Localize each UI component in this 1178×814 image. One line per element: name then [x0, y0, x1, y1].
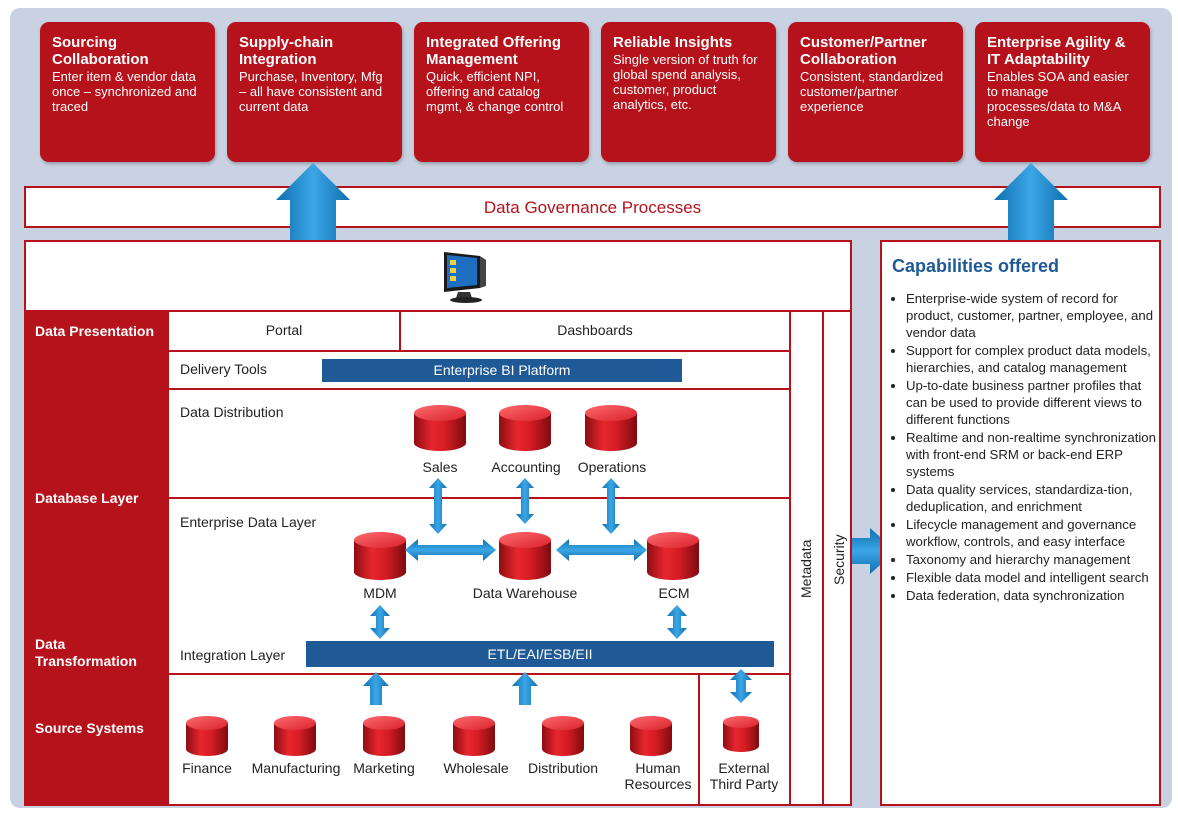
- box-title: Reliable Insights: [613, 34, 733, 51]
- ecm-label: ECM: [658, 585, 690, 601]
- marketing-label: Marketing: [353, 760, 415, 776]
- divider: [822, 310, 824, 806]
- list-item: Enterprise-wide system of record for pro…: [906, 290, 1158, 341]
- divider: [169, 388, 789, 390]
- dashboards-label[interactable]: Dashboards: [557, 322, 633, 338]
- reliable-insights-box: Reliable Insights Single version of trut…: [601, 22, 776, 162]
- accounting-label: Accounting: [491, 459, 561, 475]
- layer-label-column: [24, 312, 169, 806]
- mdm-label: MDM: [363, 585, 397, 601]
- divider: [169, 350, 789, 352]
- finance-database-icon: [186, 716, 228, 756]
- integration-layer-label: Integration Layer: [180, 647, 286, 663]
- ecm-database-icon: [647, 532, 699, 580]
- capabilities-panel: Capabilities offered Enterprise-wide sys…: [880, 240, 1161, 806]
- wholesale-database-icon: [453, 716, 495, 756]
- list-item: Data federation, data synchronization: [906, 587, 1158, 604]
- etl-eai-esb-eii-bar: ETL/EAI/ESB/EII: [306, 641, 774, 667]
- divider: [169, 497, 789, 499]
- horizontal-double-arrow-icon: [405, 539, 647, 561]
- external-third-party-label: External Third Party: [709, 760, 779, 792]
- sales-label: Sales: [422, 459, 458, 475]
- box-desc: Enter item & vendor data once – synchron…: [52, 69, 197, 114]
- enterprise-agility-box: Enterprise Agility & IT Adaptability Ena…: [975, 22, 1150, 162]
- human-resources-database-icon: [630, 716, 672, 756]
- box-desc: Single version of truth for global spend…: [613, 52, 758, 112]
- divider: [169, 673, 789, 675]
- enterprise-bi-platform-bar: Enterprise BI Platform: [322, 359, 682, 382]
- layer-label-presentation: Data Presentation: [35, 323, 155, 339]
- portal-label[interactable]: Portal: [265, 322, 303, 338]
- enterprise-data-layer-label: Enterprise Data Layer: [180, 514, 317, 530]
- box-desc: Purchase, Inventory, Mfg – all have cons…: [239, 69, 383, 114]
- data-governance-bar: Data Governance Processes: [24, 186, 1161, 228]
- list-item: Data quality services, standardiza-tion,…: [906, 481, 1158, 515]
- sourcing-collaboration-box: Sourcing Collaboration Enter item & vend…: [40, 22, 215, 162]
- divider: [698, 673, 700, 806]
- wholesale-label: Wholesale: [443, 760, 509, 776]
- supply-chain-integration-box: Supply-chain Integration Purchase, Inven…: [227, 22, 402, 162]
- manufacturing-label: Manufacturing: [251, 760, 341, 776]
- accounting-database-icon: [499, 405, 551, 451]
- data-warehouse-database-icon: [499, 532, 551, 580]
- monitor-icon: [444, 252, 486, 303]
- double-arrow-icon: [370, 478, 752, 703]
- integrated-offering-management-box: Integrated Offering Management Quick, ef…: [414, 22, 589, 162]
- governance-label: Data Governance Processes: [483, 198, 702, 217]
- up-arrow-icon: [276, 163, 350, 240]
- data-distribution-label: Data Distribution: [180, 404, 284, 420]
- customer-partner-collaboration-box: Customer/Partner Collaboration Consisten…: [788, 22, 963, 162]
- list-item: Lifecycle management and governance work…: [906, 516, 1158, 550]
- divider: [399, 310, 401, 350]
- capabilities-title: Capabilities offered: [892, 256, 1060, 276]
- list-item: Realtime and non-realtime synchronizatio…: [906, 429, 1158, 480]
- list-item: Support for complex product data models,…: [906, 342, 1158, 376]
- box-desc: Quick, efficient NPI, offering and catal…: [426, 69, 564, 114]
- box-title: Integrated Offering Management: [426, 34, 562, 68]
- box-title: Enterprise Agility & IT Adaptability: [987, 34, 1126, 68]
- distribution-database-icon: [542, 716, 584, 756]
- layer-label-database: Database Layer: [35, 490, 139, 506]
- external-third-party-database-icon: [723, 716, 759, 752]
- mdm-database-icon: [354, 532, 406, 580]
- right-arrow-icon: [852, 528, 896, 574]
- box-title: Supply-chain Integration: [239, 34, 334, 68]
- box-title: Sourcing Collaboration: [52, 34, 149, 68]
- capabilities-list: Enterprise-wide system of record for pro…: [892, 290, 1158, 605]
- list-item: Flexible data model and intelligent sear…: [906, 569, 1158, 586]
- marketing-database-icon: [363, 716, 405, 756]
- layer-label-transformation: Data Transformation: [35, 636, 137, 669]
- list-item: Taxonomy and hierarchy management: [906, 551, 1158, 568]
- finance-label: Finance: [182, 760, 232, 776]
- box-title: Customer/Partner Collaboration: [800, 34, 927, 68]
- layer-label-sources: Source Systems: [35, 720, 144, 736]
- operations-label: Operations: [577, 459, 647, 475]
- operations-database-icon: [585, 405, 637, 451]
- delivery-tools-label: Delivery Tools: [180, 361, 267, 377]
- distribution-label: Distribution: [527, 760, 599, 776]
- up-arrow-icon: [363, 672, 538, 705]
- sales-database-icon: [414, 405, 466, 451]
- box-desc: Consistent, standardized customer/partne…: [800, 69, 944, 114]
- divider: [789, 310, 791, 806]
- up-arrow-icon: [994, 163, 1068, 240]
- divider: [24, 310, 852, 312]
- box-desc: Enables SOA and easier to manage process…: [987, 69, 1129, 129]
- list-item: Up-to-date business partner profiles tha…: [906, 377, 1158, 428]
- human-resources-label: Human Resources: [624, 760, 692, 792]
- data-warehouse-label: Data Warehouse: [472, 585, 578, 601]
- manufacturing-database-icon: [274, 716, 316, 756]
